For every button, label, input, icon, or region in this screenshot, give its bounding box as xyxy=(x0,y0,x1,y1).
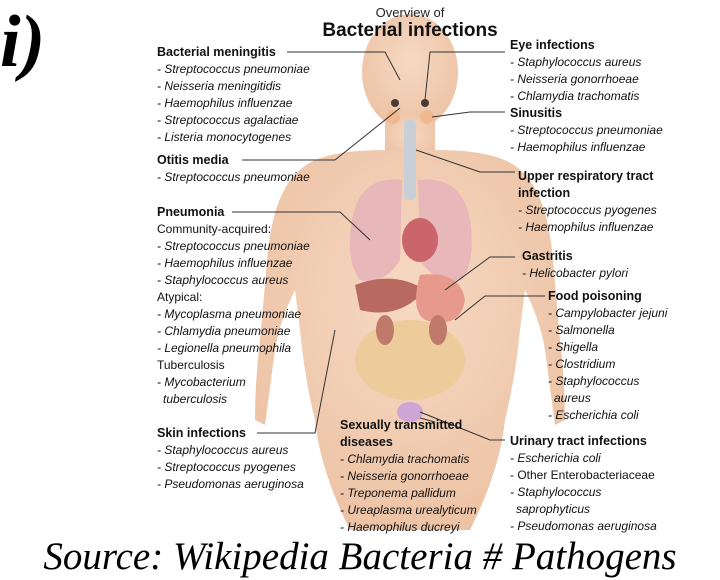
pathogen-item: tuberculosis xyxy=(157,391,310,408)
sinus-icon xyxy=(420,110,434,124)
intestine-icon xyxy=(355,320,465,400)
pathogen-item: - Streptococcus agalactiae xyxy=(157,112,310,129)
pathogen-item: - Helicobacter pylori xyxy=(522,265,628,282)
section-heading: Eye infections xyxy=(510,37,641,54)
pathogen-item: - Ureaplasma urealyticum xyxy=(340,502,500,519)
section-heading: Sexually transmitted diseases xyxy=(340,417,500,451)
section-heading: Otitis media xyxy=(157,152,310,169)
panel-label: i) xyxy=(0,2,45,82)
pathogen-item: - Staphylococcus xyxy=(510,484,657,501)
pathogen-item: - Escherichia coli xyxy=(548,407,667,424)
pathogen-item: - Staphylococcus aureus xyxy=(157,272,310,289)
pathogen-item: - Legionella pneumophila xyxy=(157,340,310,357)
pathogen-item: - Haemophilus influenzae xyxy=(157,255,310,272)
section-heading: Upper respiratory tract infection xyxy=(518,168,688,202)
section-urinary-tract-infections: Urinary tract infections - Escherichia c… xyxy=(510,433,657,535)
pathogen-item: - Clostridium xyxy=(548,356,667,373)
heart-icon xyxy=(402,218,438,262)
pathogen-item: - Listeria monocytogenes xyxy=(157,129,310,146)
section-heading: Gastritis xyxy=(522,248,628,265)
pathogen-item: - Escherichia coli xyxy=(510,450,657,467)
pathogen-item: - Neisseria gonorrhoeae xyxy=(510,71,641,88)
pathogen-item: - Salmonella xyxy=(548,322,667,339)
pathogen-item: - Campylobacter jejuni xyxy=(548,305,667,322)
pathogen-item: - Streptococcus pneumoniae xyxy=(157,169,310,186)
pathogen-item: - Haemophilus influenzae xyxy=(510,139,663,156)
pathogen-item: - Haemophilus influenzae xyxy=(157,95,310,112)
pathogen-item: - Streptococcus pyogenes xyxy=(518,202,688,219)
category-label: Tuberculosis xyxy=(157,357,310,374)
pathogen-item: - Chlamydia trachomatis xyxy=(510,88,641,105)
diagram-title: Bacterial infections xyxy=(300,20,520,42)
pathogen-item: - Mycoplasma pneumoniae xyxy=(157,306,310,323)
pathogen-item: - Neisseria meningitidis xyxy=(157,78,310,95)
section-upper-respiratory-tract-infection: Upper respiratory tract infection - Stre… xyxy=(518,168,688,236)
pathogen-item: - Streptococcus pneumoniae xyxy=(510,122,663,139)
section-heading: Skin infections xyxy=(157,425,304,442)
section-pneumonia: Pneumonia Community-acquired: - Streptoc… xyxy=(157,204,310,408)
pathogen-item: - Staphylococcus aureus xyxy=(510,54,641,71)
section-otitis-media: Otitis media - Streptococcus pneumoniae xyxy=(157,152,310,186)
pathogen-item: saprophyticus xyxy=(510,501,657,518)
section-heading: Food poisoning xyxy=(548,288,667,305)
pathogen-item: - Other Enterobacteriaceae xyxy=(510,467,657,484)
category-label: Community-acquired: xyxy=(157,221,310,238)
diagram-subtitle: Overview of xyxy=(330,6,490,20)
section-sinusitis: Sinusitis - Streptococcus pneumoniae - H… xyxy=(510,105,663,156)
eye-icon xyxy=(391,99,399,107)
pathogen-item: - Chlamydia pneumoniae xyxy=(157,323,310,340)
trachea-icon xyxy=(404,120,416,200)
section-bacterial-meningitis: Bacterial meningitis - Streptococcus pne… xyxy=(157,44,310,146)
pathogen-item: - Neisseria gonorrhoeae xyxy=(340,468,500,485)
pathogen-item: - Haemophilus influenzae xyxy=(518,219,688,236)
section-food-poisoning: Food poisoning - Campylobacter jejuni - … xyxy=(548,288,667,424)
pathogen-item: aureus xyxy=(548,390,667,407)
section-heading: Urinary tract infections xyxy=(510,433,657,450)
section-eye-infections: Eye infections - Staphylococcus aureus -… xyxy=(510,37,641,105)
kidney-icon xyxy=(429,315,447,345)
pathogen-item: - Pseudomonas aeruginosa xyxy=(157,476,304,493)
pathogen-item: - Staphylococcus aureus xyxy=(157,442,304,459)
pathogen-item: - Streptococcus pneumoniae xyxy=(157,238,310,255)
pathogen-item: - Mycobacterium xyxy=(157,374,310,391)
section-heading: Bacterial meningitis xyxy=(157,44,310,61)
section-gastritis: Gastritis - Helicobacter pylori xyxy=(522,248,628,282)
pathogen-item: - Haemophilus ducreyi xyxy=(340,519,500,536)
pathogen-item: - Pseudomonas aeruginosa xyxy=(510,518,657,535)
pathogen-item: - Chlamydia trachomatis xyxy=(340,451,500,468)
section-heading: Pneumonia xyxy=(157,204,310,221)
section-sexually-transmitted-diseases: Sexually transmitted diseases - Chlamydi… xyxy=(340,417,500,536)
source-caption: Source: Wikipedia Bacteria # Pathogens xyxy=(0,535,720,579)
pathogen-item: - Staphylococcus xyxy=(548,373,667,390)
eye-icon xyxy=(421,99,429,107)
pathogen-item: - Streptococcus pyogenes xyxy=(157,459,304,476)
category-label: Atypical: xyxy=(157,289,310,306)
section-heading: Sinusitis xyxy=(510,105,663,122)
pathogen-item: - Shigella xyxy=(548,339,667,356)
kidney-icon xyxy=(376,315,394,345)
pathogen-item: - Treponema pallidum xyxy=(340,485,500,502)
pathogen-item: - Streptococcus pneumoniae xyxy=(157,61,310,78)
section-skin-infections: Skin infections - Staphylococcus aureus … xyxy=(157,425,304,493)
